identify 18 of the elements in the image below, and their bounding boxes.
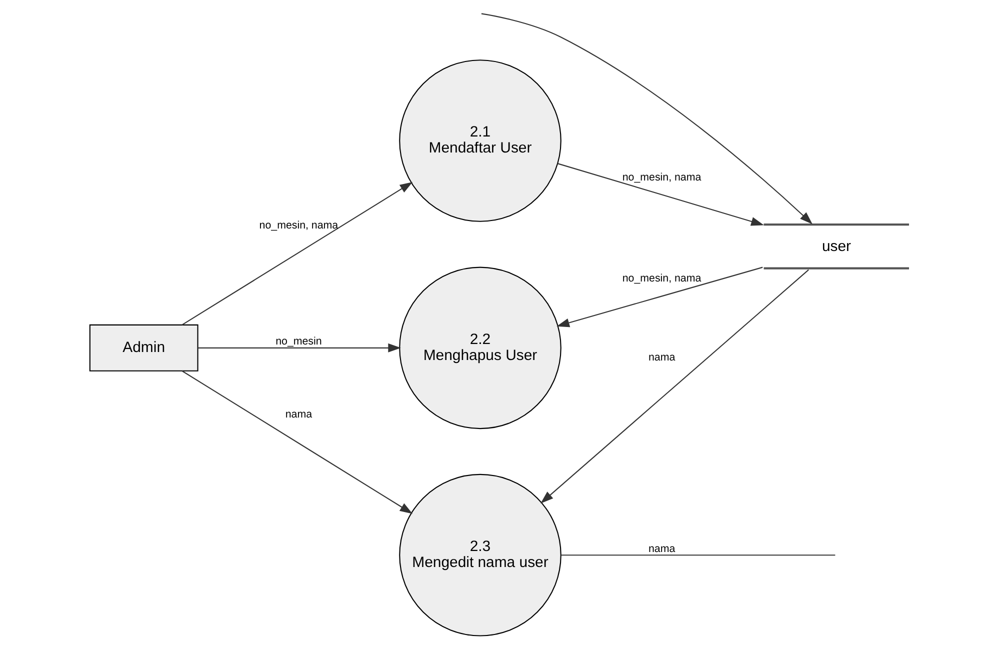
- edge-label: no_mesin, nama: [622, 170, 701, 183]
- connector: [560, 554, 835, 556]
- arrow: [557, 162, 764, 226]
- edge-label: nama: [284, 408, 312, 420]
- node-text: user: [821, 237, 851, 254]
- edge-label: nama: [648, 351, 675, 364]
- edge-label: nama: [648, 542, 675, 554]
- arrow: [480, 12, 812, 224]
- edge-label: no_mesin, nama: [622, 272, 701, 284]
- arrow: [540, 268, 808, 503]
- arrow: [181, 181, 412, 325]
- edge-label: no_mesin: [275, 335, 322, 348]
- edge-label: no_mesin, nama: [258, 218, 338, 231]
- node-box: Admin: [88, 324, 198, 371]
- arrow: [181, 370, 412, 514]
- arrow: [556, 266, 762, 327]
- node-circle: 2.2 Menghapus User: [398, 266, 561, 429]
- arrow: [197, 342, 400, 352]
